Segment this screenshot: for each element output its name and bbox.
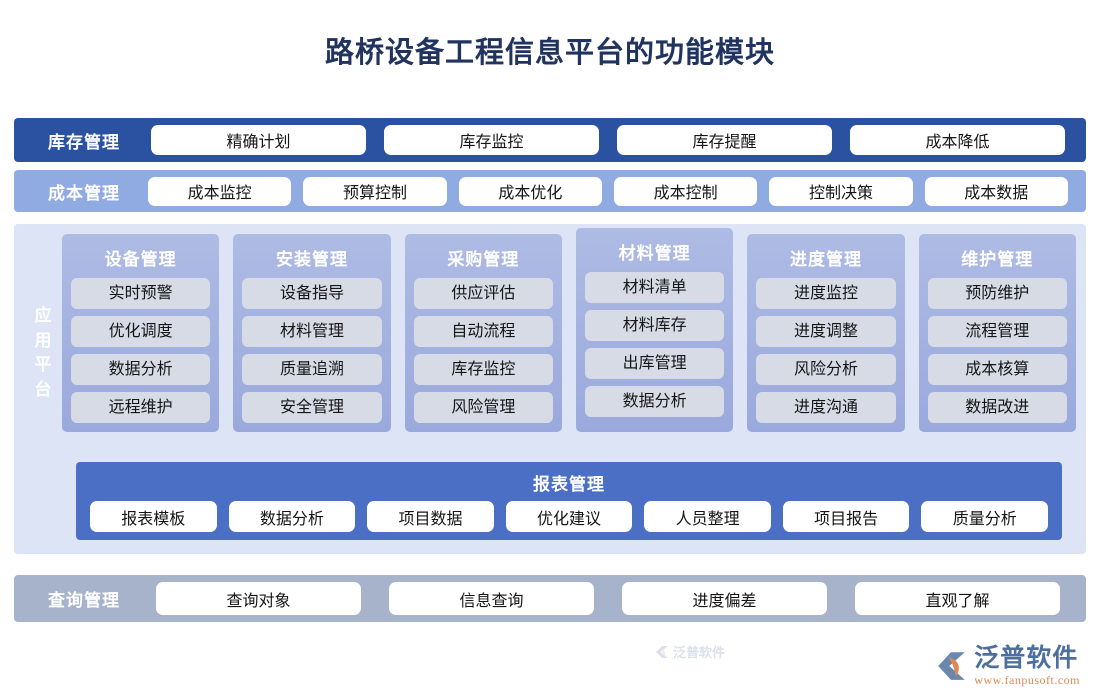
cost-item-5[interactable]: 成本数据 <box>924 176 1068 206</box>
module-column-equipment[interactable]: 设备管理 实时预警 优化调度 数据分析 远程维护 <box>62 234 220 432</box>
module-column-purchasing[interactable]: 采购管理 供应评估 自动流程 库存监控 风险管理 <box>404 234 562 432</box>
inventory-item-0[interactable]: 精确计划 <box>151 125 366 155</box>
query-item-2[interactable]: 进度偏差 <box>622 582 827 615</box>
report-item-1[interactable]: 数据分析 <box>228 501 356 532</box>
report-item-6[interactable]: 质量分析 <box>921 501 1049 532</box>
report-management-title: 报表管理 <box>533 475 605 494</box>
cost-management-label: 成本管理 <box>48 183 120 203</box>
module-column-title: 安装管理 <box>275 250 348 269</box>
watermark: 泛普软件 <box>654 642 725 661</box>
cost-item-0[interactable]: 成本监控 <box>148 176 292 206</box>
module-item[interactable]: 质量追溯 <box>242 354 382 385</box>
module-item[interactable]: 材料管理 <box>242 316 382 347</box>
report-management-block: 报表管理 报表模板 数据分析 项目数据 优化建议 人员整理 项目报告 质量分析 <box>76 462 1062 540</box>
report-item-4[interactable]: 人员整理 <box>644 501 771 532</box>
fanpu-logo-icon <box>938 652 966 680</box>
module-item[interactable]: 自动流程 <box>413 316 553 347</box>
report-management-items: 报表模板 数据分析 项目数据 优化建议 人员整理 项目报告 质量分析 <box>90 501 1049 532</box>
watermark-logo-icon <box>656 645 668 658</box>
module-item[interactable]: 出库管理 <box>584 348 725 379</box>
module-item[interactable]: 进度调整 <box>756 316 896 347</box>
query-item-1[interactable]: 信息查询 <box>389 582 594 615</box>
inventory-management-label: 库存管理 <box>48 132 120 152</box>
inventory-item-3[interactable]: 成本降低 <box>850 125 1065 155</box>
page-title: 路桥设备工程信息平台的功能模块 <box>324 37 775 69</box>
module-column-title: 维护管理 <box>961 250 1034 269</box>
report-item-2[interactable]: 项目数据 <box>367 501 494 532</box>
module-column-title: 材料管理 <box>618 244 691 263</box>
module-item[interactable]: 库存监控 <box>413 354 553 385</box>
module-item[interactable]: 材料清单 <box>584 272 725 303</box>
module-item[interactable]: 数据改进 <box>927 392 1067 423</box>
report-item-3[interactable]: 优化建议 <box>505 501 633 532</box>
query-item-0[interactable]: 查询对象 <box>156 582 361 615</box>
report-item-0[interactable]: 报表模板 <box>90 501 217 532</box>
inventory-item-2[interactable]: 库存提醒 <box>617 125 832 155</box>
application-platform-label: 应用平台 <box>34 306 54 399</box>
module-columns: 设备管理 实时预警 优化调度 数据分析 远程维护 安装管理 设备指导 材料管理 … <box>62 228 1076 432</box>
module-item[interactable]: 流程管理 <box>927 316 1067 347</box>
logo-url: www.fanpusoft.com <box>974 673 1080 687</box>
module-item[interactable]: 风险分析 <box>756 354 896 385</box>
module-item[interactable]: 材料库存 <box>584 310 725 341</box>
footer-logo: 泛普软件 www.fanpusoft.com <box>935 646 1080 686</box>
module-item[interactable]: 进度沟通 <box>756 392 896 423</box>
module-item[interactable]: 进度监控 <box>756 278 896 309</box>
module-item[interactable]: 设备指导 <box>242 278 382 309</box>
module-item[interactable]: 数据分析 <box>71 354 211 385</box>
module-item[interactable]: 数据分析 <box>584 386 725 417</box>
module-column-progress[interactable]: 进度管理 进度监控 进度调整 风险分析 进度沟通 <box>747 234 905 432</box>
module-item[interactable]: 预防维护 <box>927 278 1067 309</box>
report-item-5[interactable]: 项目报告 <box>782 501 910 532</box>
logo-name: 泛普软件 <box>974 644 1079 672</box>
module-column-material[interactable]: 材料管理 材料清单 材料库存 出库管理 数据分析 <box>575 228 734 432</box>
query-item-3[interactable]: 直观了解 <box>855 582 1060 615</box>
watermark-text: 泛普软件 <box>673 645 726 660</box>
module-item[interactable]: 远程维护 <box>71 392 211 423</box>
cost-item-1[interactable]: 预算控制 <box>303 176 447 206</box>
cost-item-4[interactable]: 控制决策 <box>769 176 913 206</box>
query-management-label: 查询管理 <box>48 591 120 610</box>
module-item[interactable]: 实时预警 <box>71 278 211 309</box>
module-column-title: 设备管理 <box>104 250 177 269</box>
module-column-maintenance[interactable]: 维护管理 预防维护 流程管理 成本核算 数据改进 <box>918 234 1076 432</box>
module-item[interactable]: 成本核算 <box>927 354 1067 385</box>
module-column-installation[interactable]: 安装管理 设备指导 材料管理 质量追溯 安全管理 <box>233 234 391 432</box>
logo-text-wrap: 泛普软件 www.fanpusoft.com <box>974 644 1080 687</box>
module-item[interactable]: 优化调度 <box>71 316 211 347</box>
application-platform-panel: 应用平台 设备管理 实时预警 优化调度 数据分析 远程维护 安装管理 设备指导 … <box>14 224 1086 660</box>
inventory-management-band: 库存管理 精确计划 库存监控 库存提醒 成本降低 <box>14 118 1086 162</box>
module-column-title: 采购管理 <box>447 250 520 269</box>
module-column-title: 进度管理 <box>789 250 862 269</box>
module-item[interactable]: 供应评估 <box>413 278 553 309</box>
query-management-band: 查询管理 查询对象 信息查询 进度偏差 直观了解 <box>14 575 1086 622</box>
module-item[interactable]: 风险管理 <box>413 392 553 423</box>
module-item[interactable]: 安全管理 <box>242 392 382 423</box>
cost-item-2[interactable]: 成本优化 <box>458 176 602 206</box>
cost-item-3[interactable]: 成本控制 <box>613 176 758 206</box>
cost-management-band: 成本管理 成本监控 预算控制 成本优化 成本控制 控制决策 成本数据 <box>14 170 1086 212</box>
inventory-item-1[interactable]: 库存监控 <box>384 125 599 155</box>
